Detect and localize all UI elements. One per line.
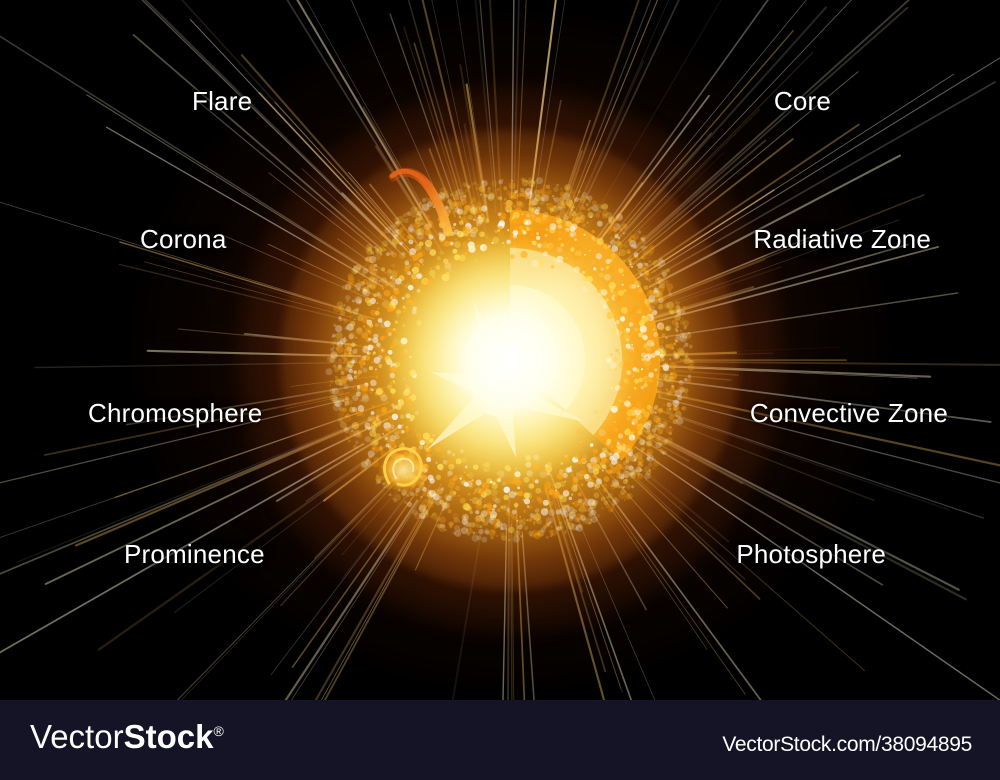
prominence-glow — [377, 447, 431, 493]
label-chromosphere: Chromosphere — [88, 398, 263, 428]
label-radiative-zone: Radiative Zone — [753, 224, 931, 254]
solar-flare-tip — [389, 168, 430, 188]
leader-line-flare — [166, 121, 420, 196]
label-photosphere: Photosphere — [736, 539, 886, 569]
vectorstock-logo: VectorStock® — [30, 720, 224, 753]
sun-illustration: Flare Corona Chromosphere Prominence Cor… — [0, 0, 1000, 700]
label-prominence: Prominence — [124, 539, 265, 569]
label-convective-zone: Convective Zone — [749, 398, 948, 428]
label-corona: Corona — [140, 224, 227, 254]
sun-surface-features — [377, 167, 453, 493]
prominence-loop — [383, 447, 423, 487]
label-flare: Flare — [192, 86, 253, 116]
registered-trademark-icon: ® — [213, 723, 224, 739]
leader-line-radiative-zone — [566, 259, 944, 311]
label-core: Core — [773, 86, 831, 116]
prominence-inner-loop — [392, 457, 415, 479]
logo-bold-text: Stock — [123, 718, 214, 755]
logo-light-text: Vector — [30, 718, 124, 755]
watermark-footer: VectorStock® VectorStock.com/38094895 — [0, 700, 1000, 780]
watermark-url: VectorStock.com/38094895 — [722, 733, 972, 756]
leader-line-corona — [110, 259, 320, 288]
